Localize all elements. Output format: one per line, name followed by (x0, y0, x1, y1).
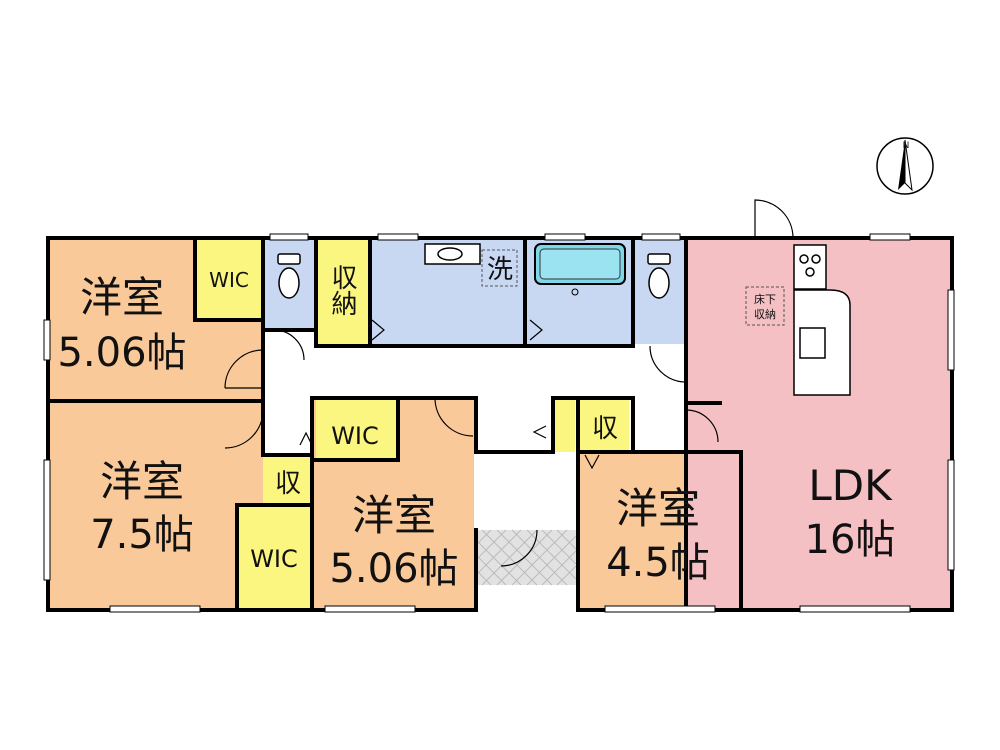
room-nw-size: 5.06帖 (57, 330, 186, 376)
ldk-size: 16帖 (805, 517, 896, 563)
compass-icon: N (876, 137, 934, 195)
wic-w-fill (237, 505, 312, 608)
wic-w-label: WIC (250, 545, 298, 573)
small-closet-s2-fill (553, 400, 575, 452)
doors (224, 199, 794, 567)
room-nw-name: 洋室 (80, 273, 164, 322)
closet-fill (318, 240, 368, 344)
room-c-size: 5.06帖 (329, 546, 458, 592)
windows (43, 233, 955, 613)
wic-c-fill (316, 400, 396, 460)
closet-label-line1: 収納 (327, 264, 357, 316)
small-closet-w-label: 収 (275, 469, 301, 499)
toilet-1-fixture (277, 253, 301, 299)
ldk-name: LDK (808, 461, 893, 510)
fixtures (277, 243, 851, 396)
wic-c-label: WIC (331, 422, 379, 450)
small-closet-s-fill (579, 400, 629, 452)
room-labels: 洋室 5.06帖 WIC 洋室 7.5帖 収 WIC 洋室 5.06帖 WIC … (57, 255, 895, 592)
toilet-2-fixture (647, 253, 671, 299)
wic-nw-label: WIC (209, 268, 249, 292)
western-room-w-fill (49, 403, 263, 611)
room-w-size: 7.5帖 (90, 512, 194, 558)
sink-fixture (424, 243, 481, 265)
kitchen-counter (793, 244, 851, 396)
room-s-size: 4.5帖 (606, 540, 710, 586)
wic-nw-fill (195, 240, 261, 318)
room-s-name: 洋室 (616, 484, 700, 533)
washroom-label-box (481, 249, 518, 287)
compass-north-label: N (903, 141, 910, 151)
washroom-label: 洗 (487, 255, 513, 285)
underfloor-box (745, 286, 785, 326)
entrance-tile (476, 530, 576, 585)
underfloor-label-1: 床下 (754, 292, 776, 306)
room-c-name: 洋室 (352, 491, 436, 540)
room-w-name: 洋室 (100, 457, 184, 506)
underfloor-label-2: 収納 (754, 308, 776, 321)
small-closet-w-fill (263, 455, 311, 505)
small-closet-s-label: 収 (592, 414, 618, 444)
